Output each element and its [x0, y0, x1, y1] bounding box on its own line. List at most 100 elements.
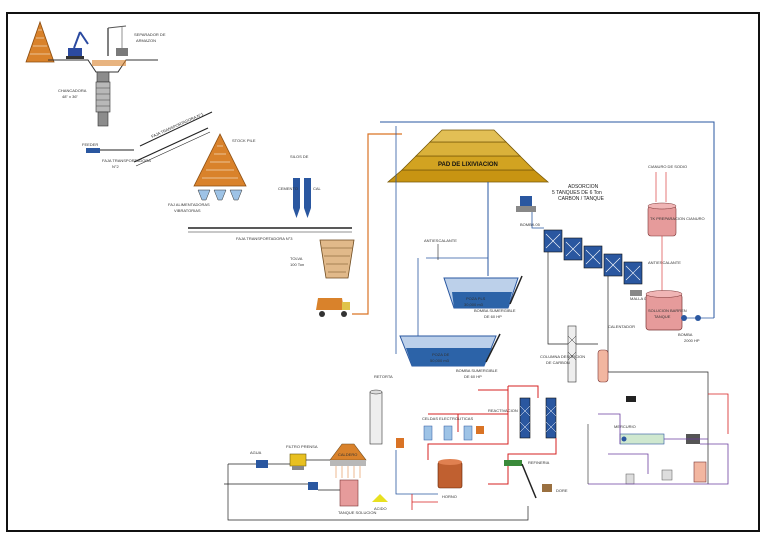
crusher-icon: [95, 71, 111, 127]
cube-icon: [661, 469, 673, 481]
cyanide-title: CIANURO DE SODIO: [648, 164, 687, 169]
heater-label: CALENTADOR: [608, 324, 635, 329]
crane-icon: [107, 25, 128, 56]
vessel-icon: [625, 473, 635, 485]
carbon-mesh-label: MALLA 05: [630, 296, 649, 301]
filter-press-icon: [289, 453, 307, 470]
kiln-label: HORNO: [442, 494, 457, 499]
carbon-tank-1: [543, 229, 563, 253]
silo-lime-icon: [304, 178, 311, 218]
strip-column-2: [545, 397, 557, 439]
feeders-label-2: VIBRATORIAS: [174, 208, 201, 213]
dump-truck-icon: [316, 298, 350, 317]
right-tank-icon: [693, 461, 707, 483]
pls-pond-label: POZA PLS: [466, 296, 486, 301]
pump-box-icon: [516, 196, 536, 212]
barren-tank-label: SOLUCION BARREN: [648, 308, 687, 313]
truck-hopper-icon: [319, 239, 355, 279]
pond2-pump-hp: DE 60 HP: [464, 374, 482, 379]
carbon-tank-4: [603, 253, 623, 277]
leach-pad-label: PAD DE LIXIVIACION: [438, 162, 498, 168]
cyanide-tank-label: TK PREPARACION CIANURO: [650, 216, 705, 221]
electro-label: CELDAS ELECTROLITICAS: [422, 416, 473, 421]
barren-pump-icon: [681, 315, 714, 321]
carbon-tank-2: [563, 237, 583, 261]
truck-hopper-label-2: 100 Ton: [290, 262, 304, 267]
silo-cement-icon: [293, 178, 300, 218]
pond2-pump-label: BOMBA SUMERGIBLE: [456, 368, 498, 373]
event-pond-icon: [399, 335, 497, 367]
barren-pump-label: BOMBA: [678, 332, 693, 337]
desorption-column-icon: [567, 325, 577, 383]
feeders-label: FAJ ALIMENTADORAS: [168, 202, 210, 207]
conveyor-1-label: FAJA TRANSPORTADORA N°1: [150, 111, 204, 139]
pump-box-label: BOMBA 05: [520, 222, 541, 227]
event-pond-label: POZA DE: [432, 352, 450, 357]
truck-hopper-label: TOLVA: [290, 256, 303, 261]
barren-pump-hp: 2000 HP: [684, 338, 700, 343]
screen-icon: [504, 460, 522, 466]
crusher-size-label: 48" x 36": [62, 94, 79, 99]
filter-label: FILTRO PRENSA: [286, 444, 318, 449]
kiln-icon: [437, 459, 463, 489]
water-label: AGUA: [250, 450, 262, 455]
carbon-tank-3: [583, 245, 603, 269]
truck-small-icon: [626, 396, 636, 402]
excavator-icon: [66, 31, 89, 59]
acid-label: ACIDO: [374, 506, 387, 511]
reactivation-label: REACTIVACION: [488, 408, 518, 413]
feeder-small-label: FEEDER: [82, 142, 98, 147]
heater-icon: [597, 349, 609, 383]
dore-label: DORE: [556, 488, 568, 493]
adsorption-title: ADSORCION: [568, 184, 599, 190]
barren-tank-icon: [645, 290, 683, 331]
pump-motor-icon: [256, 460, 268, 468]
antiscalant-label: ANTIESCALANTE: [424, 238, 457, 243]
sieve-label-2: ARMAZON: [136, 38, 156, 43]
pond1-pump-hp: DE 60 HP: [484, 314, 502, 319]
blue-box-icon: [308, 482, 318, 490]
silo-cement-label: CEMENTO: [278, 186, 298, 191]
pond1-pump-label: BOMBA SUMERGIBLE: [474, 308, 516, 313]
conveyor-3-label: FAJA TRANSPORTADORA N°3: [236, 236, 293, 241]
conveyor-2b-label: N°2: [112, 164, 119, 169]
pls-pond-icon: [443, 277, 519, 309]
carbon-tank-5: [623, 261, 643, 285]
leach-pad-icon: [386, 129, 550, 183]
desorption-label-2: DE CARBON: [546, 360, 570, 365]
mercury-label: MERCURIO: [614, 424, 636, 429]
boiler-icon: [329, 443, 367, 466]
tall-column-icon: [369, 389, 383, 445]
silo-title-label: SILOS DE: [290, 154, 309, 159]
boiler-label: CALDERO: [338, 452, 357, 457]
refinery-label: REFINERIA: [528, 460, 550, 465]
valve-icon: [476, 426, 484, 434]
adsorption-subtitle-2: CARBON / TANQUE: [558, 196, 605, 202]
electrolytic-cells-icon: [423, 425, 473, 441]
small-tank-icon: [396, 438, 404, 448]
stockpile-icon: [193, 133, 247, 187]
pls-pond-volume: 30,000 m3: [464, 302, 484, 307]
flowsheet-svg: SEPARADOR DE ARMAZON CHANCADORA 48" x 36…: [25, 20, 729, 521]
ore-pile-icon: [25, 20, 55, 63]
event-pond-volume: 50,000 m3: [430, 358, 450, 363]
silo-lime-label: CAL: [313, 186, 322, 191]
antiscalant-2-label: ANTIESCALANTE: [648, 260, 681, 265]
desorption-label: COLUMNA DESORCION: [540, 354, 585, 359]
mesh-icon: [630, 290, 642, 296]
conveyor-2-label: FAJA TRANSPORTADORA: [102, 158, 151, 163]
crusher-label: CHANCADORA: [58, 88, 87, 93]
adsorption-subtitle: 5 TANQUES DE 6 Ton: [552, 190, 602, 196]
solution-tank-icon: [339, 479, 359, 507]
stockpile-label: STOCK PILE: [232, 138, 256, 143]
vibratory-feeders-icon: [197, 189, 243, 201]
process-flow-diagram: SEPARADOR DE ARMAZON CHANCADORA 48" x 36…: [6, 12, 760, 532]
strip-column-1: [519, 397, 531, 439]
mercury-unit-icon: [619, 433, 665, 445]
retort-label: RETORTA: [374, 374, 393, 379]
sieve-label: SEPARADOR DE: [134, 32, 166, 37]
tank-sol-label: TANQUE SOLUCION: [338, 510, 376, 515]
dore-icon: [542, 484, 552, 492]
barren-tank-label-2: TANQUE: [654, 314, 671, 319]
sulphur-icon: [372, 494, 388, 502]
